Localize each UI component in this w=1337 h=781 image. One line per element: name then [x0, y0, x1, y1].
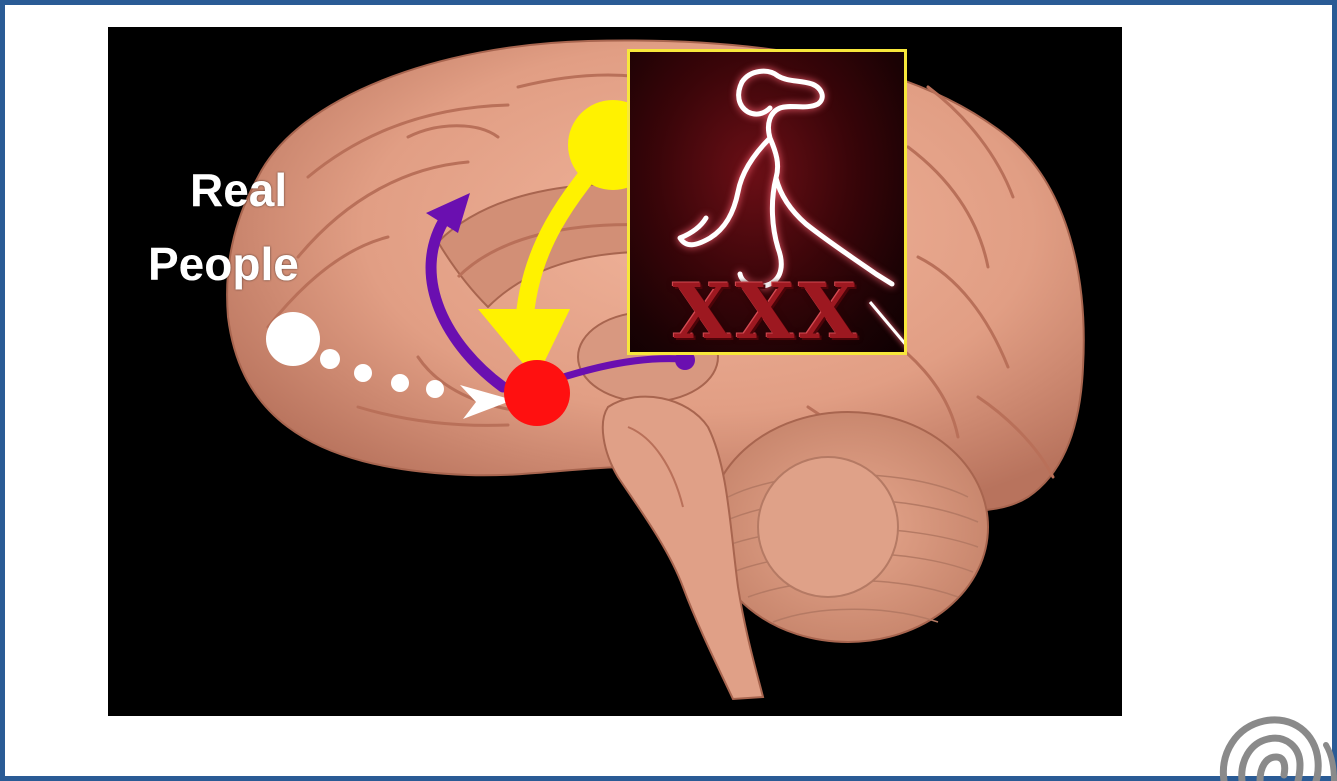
brain-panel: Real People XXX	[108, 27, 1122, 716]
red-node	[504, 360, 570, 426]
xxx-label: XXX	[630, 274, 904, 350]
white-origin-node	[266, 312, 320, 366]
real-label: Real	[190, 167, 287, 213]
brain-illustration	[108, 27, 1122, 716]
xxx-inset: XXX	[627, 49, 907, 355]
spiral-logo-icon	[1212, 705, 1337, 781]
people-label: People	[148, 241, 299, 287]
